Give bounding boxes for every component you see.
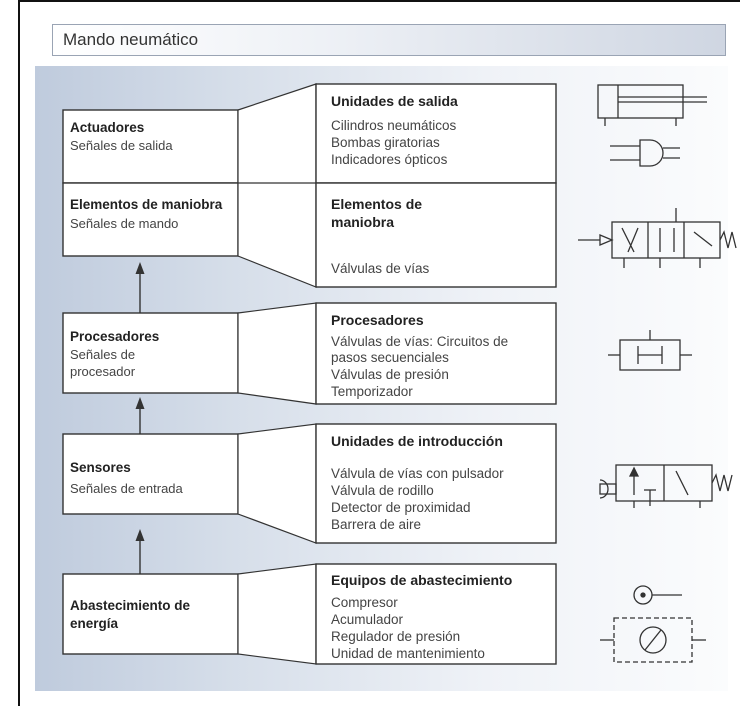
pressure-source-icon <box>633 585 682 605</box>
level-subtitle: Señales de entrada <box>70 481 184 496</box>
detail-item: Barrera de aire <box>331 517 421 532</box>
push-button-valve-icon <box>599 464 733 508</box>
arrow-up-icon <box>135 397 145 409</box>
detail-title: Unidades de introducción <box>331 433 503 449</box>
level-title: Elementos de maniobra <box>70 197 223 212</box>
diagram-title: Mando neumático <box>63 30 199 49</box>
detail-item: Unidad de mantenimiento <box>331 646 485 661</box>
detail-item: Compresor <box>331 595 398 610</box>
detail-title: Equipos de abastecimiento <box>331 572 512 588</box>
detail-item: Cilindros neumáticos <box>331 118 457 133</box>
detail-title: maniobra <box>331 214 394 230</box>
detail-title: Procesadores <box>331 312 424 328</box>
level-title: Sensores <box>70 460 131 475</box>
detail-item: Detector de proximidad <box>331 500 471 515</box>
double-acting-cylinder-icon <box>597 84 707 126</box>
detail-title: Unidades de salida <box>331 93 458 109</box>
detail-title: Elementos de <box>331 196 422 212</box>
level-title: Actuadores <box>70 120 144 135</box>
level-block-sensores: Sensores Señales de entrada <box>62 433 239 515</box>
pressure-gauge-icon <box>600 617 706 663</box>
level-subtitle: procesador <box>70 364 136 379</box>
arrow-up-icon <box>135 262 145 274</box>
level-subtitle: Señales de mando <box>70 216 178 231</box>
flow-arrows <box>135 262 145 574</box>
title-bar: Mando neumático <box>52 24 726 56</box>
detail-box-unidades-de-salida: Unidades de salida Cilindros neumáticos … <box>315 83 557 184</box>
detail-item: Válvulas de presión <box>331 367 449 382</box>
detail-item: pasos secuenciales <box>331 350 449 365</box>
level-block-elementos-de-maniobra: Elementos de maniobra Señales de mando <box>62 182 239 257</box>
arrow-up-icon <box>135 529 145 541</box>
detail-item: Válvulas de vías: Circuitos de <box>331 334 508 349</box>
detail-item: Bombas giratorias <box>331 135 440 150</box>
detail-item: Indicadores ópticos <box>331 152 448 167</box>
detail-box-unidades-de-introduccion: Unidades de introducción Válvula de vías… <box>315 423 557 544</box>
detail-item: Válvulas de vías <box>331 261 430 276</box>
detail-box-equipos-de-abastecimiento: Equipos de abastecimiento Compresor Acum… <box>315 563 557 665</box>
detail-item: Regulador de presión <box>331 629 460 644</box>
funnel-connectors <box>237 83 317 665</box>
level-block-actuadores: Actuadores Señales de salida <box>62 109 239 184</box>
level-subtitle: Señales de <box>70 347 135 362</box>
detail-item: Acumulador <box>331 612 404 627</box>
level-subtitle: Señales de salida <box>70 138 173 153</box>
level-block-procesadores: Procesadores Señales de procesador <box>62 312 239 394</box>
detail-box-procesadores: Procesadores Válvulas de vías: Circuitos… <box>315 302 557 405</box>
level-title: Procesadores <box>70 329 159 344</box>
shuttle-valve-icon <box>608 330 692 371</box>
outer-frame <box>18 0 740 706</box>
detail-item: Válvula de vías con pulsador <box>331 466 504 481</box>
level-title: energía <box>70 616 119 631</box>
level-title: Abastecimiento de <box>70 598 191 613</box>
detail-item: Válvula de rodillo <box>331 483 434 498</box>
detail-item: Temporizador <box>331 384 413 399</box>
optical-indicator-icon <box>610 139 680 167</box>
detail-box-elementos-de-maniobra: Elementos de maniobra Válvulas de vías <box>315 182 557 288</box>
level-block-abastecimiento: Abastecimiento de energía <box>62 573 239 655</box>
directional-valve-icon <box>578 208 737 268</box>
